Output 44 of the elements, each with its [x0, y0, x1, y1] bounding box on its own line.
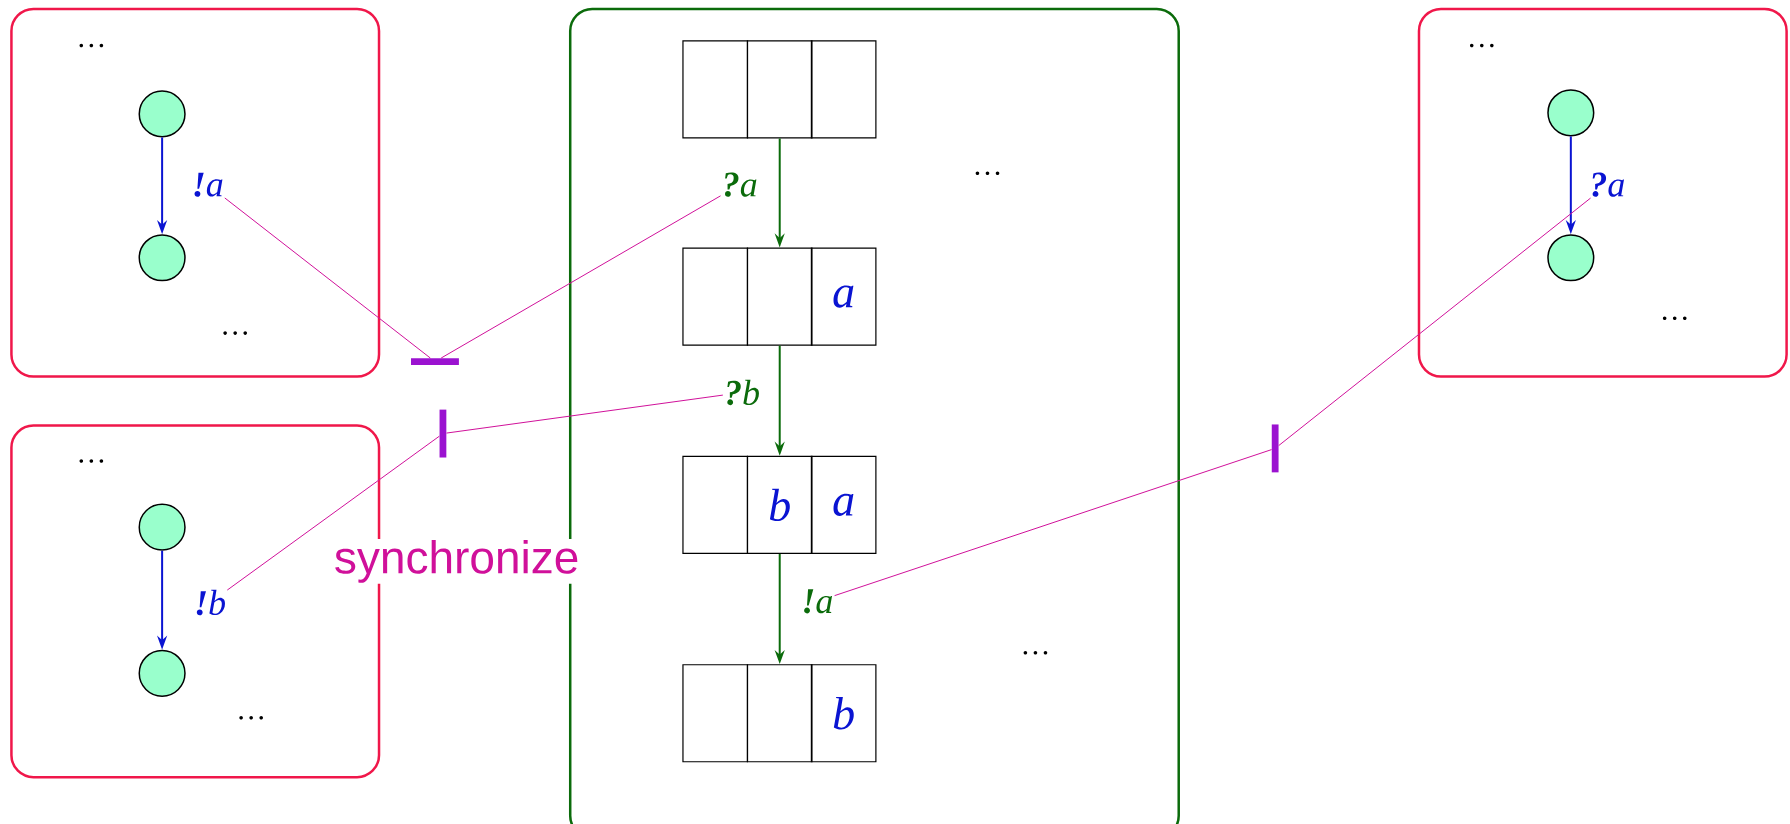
ellipsis: …	[239, 716, 263, 720]
transition-label: !a	[804, 589, 833, 614]
sync-bar	[1271, 424, 1279, 473]
sync-line	[224, 197, 431, 359]
queue-cell	[682, 247, 749, 346]
queue-cell: b	[746, 455, 813, 554]
process-frame	[1417, 7, 1788, 378]
state-circle	[138, 90, 186, 138]
queue-cell	[810, 40, 877, 139]
ellipsis: …	[79, 459, 104, 463]
transition-label: !b	[196, 589, 225, 616]
sync-bar	[439, 409, 447, 458]
queue-cell	[682, 664, 749, 763]
transition-label: ?a	[1592, 172, 1624, 197]
queue-cell: b	[810, 664, 877, 763]
queue-cell: a	[810, 247, 877, 346]
sync-line	[226, 435, 440, 591]
queue-cell	[682, 455, 749, 554]
ellipsis: …	[79, 43, 104, 48]
state-circle	[1547, 89, 1595, 137]
transition-label: ?b	[727, 379, 759, 406]
ellipsis: …	[223, 331, 247, 335]
queue-cell	[746, 40, 813, 139]
note-text: synchronize	[332, 539, 581, 584]
queue-cell	[746, 247, 813, 346]
state-circle	[138, 503, 186, 551]
ellipsis: …	[1023, 650, 1048, 655]
transition-label: ?a	[725, 172, 757, 197]
sync-line	[1278, 197, 1592, 447]
ellipsis: …	[1662, 316, 1687, 321]
transition-label: !a	[194, 172, 223, 197]
sync-bar	[411, 358, 459, 366]
state-circle	[1547, 234, 1595, 282]
queue-cell: a	[810, 455, 877, 554]
state-circle	[138, 649, 186, 697]
queue-cell	[682, 40, 749, 139]
ellipsis: …	[1469, 43, 1494, 48]
ellipsis: …	[975, 171, 1000, 176]
sync-line	[834, 449, 1273, 597]
state-circle	[138, 234, 186, 282]
process-frame	[10, 7, 381, 378]
queue-cell	[746, 664, 813, 763]
sync-line	[440, 195, 722, 359]
sync-line	[446, 394, 724, 434]
